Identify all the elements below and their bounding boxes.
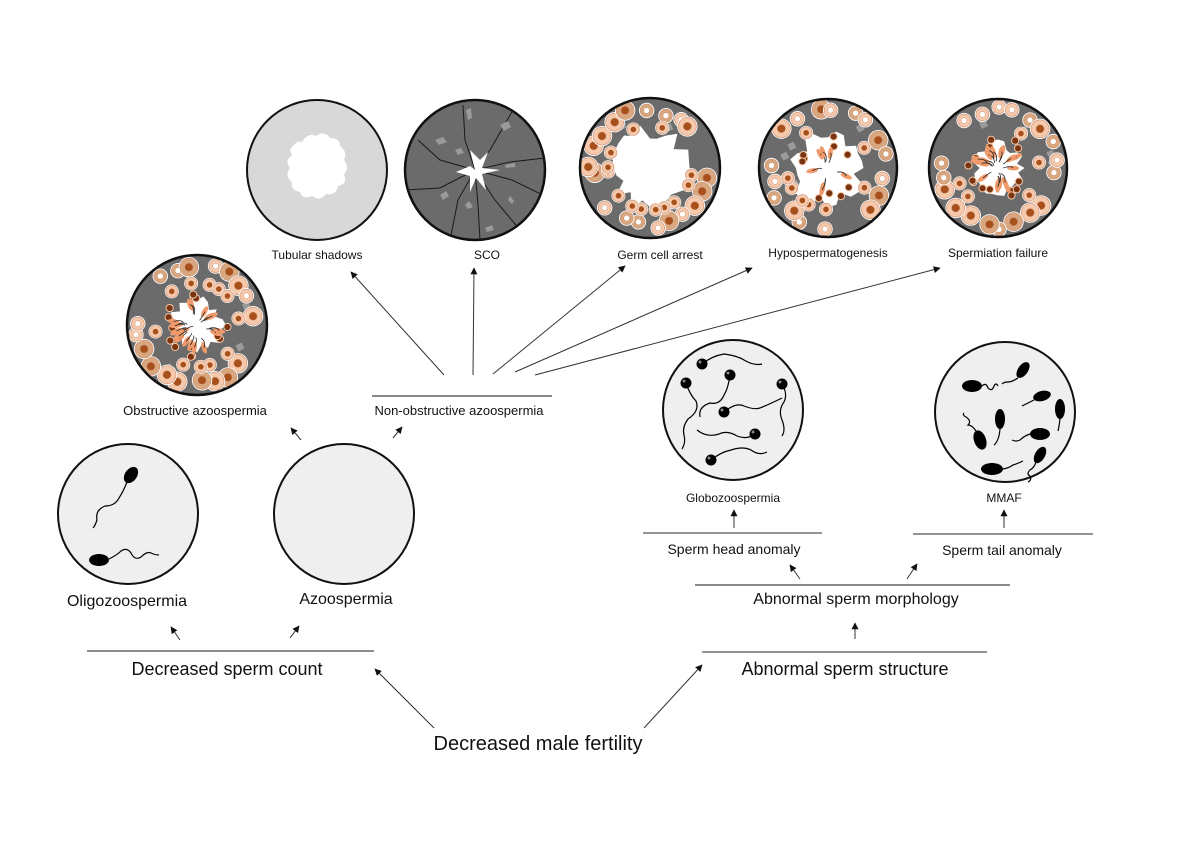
label-tubular-shadows: Tubular shadows [271, 248, 363, 262]
obstructive-azoospermia-tubule-icon [125, 253, 269, 397]
label-decreased-male-fertility: Decreased male fertility [433, 733, 643, 755]
label-globozoospermia: Globozoospermia [685, 491, 781, 505]
tubular-shadows-icon [246, 99, 388, 241]
arrow-to-structure [643, 664, 703, 729]
arrow-to-decreased-count [374, 668, 435, 729]
label-azoospermia: Azoospermia [299, 591, 393, 608]
arrow-to-spermiation-failure [534, 266, 941, 376]
label-abnormal-sperm-morphology: Abnormal sperm morphology [753, 591, 959, 608]
arrow-to-hypospermatogenesis [514, 267, 753, 373]
arrow-to-tail-anomaly [906, 563, 918, 580]
label-obstructive-azoospermia: Obstructive azoospermia [123, 403, 267, 418]
arrow-to-head-anomaly [789, 564, 801, 580]
label-non-obstructive-azoospermia: Non-obstructive azoospermia [374, 403, 544, 418]
hypospermatogenesis-icon [757, 97, 899, 239]
label-sperm-head-anomaly: Sperm head anomaly [667, 541, 801, 557]
arrow-to-tubular-shadows [350, 271, 445, 376]
sertoli-cell-only-icon [403, 98, 547, 242]
arrow-to-azoospermia [289, 625, 300, 639]
label-sco: SCO [473, 248, 501, 262]
arrow-to-sco [470, 267, 478, 376]
label-sperm-tail-anomaly: Sperm tail anomaly [942, 542, 1062, 558]
label-germ-cell-arrest: Germ cell arrest [617, 248, 703, 262]
arrow-to-non-obstructive [392, 426, 403, 439]
oligozoospermia-icon [57, 443, 199, 585]
label-hypospermatogenesis: Hypospermatogenesis [768, 246, 888, 260]
globozoospermia-icon [662, 339, 804, 481]
label-mmaf: MMAF [986, 491, 1022, 505]
azoospermia-icon [273, 443, 415, 585]
label-decreased-sperm-count: Decreased sperm count [131, 659, 323, 679]
label-oligozoospermia: Oligozoospermia [66, 593, 188, 610]
label-abnormal-sperm-structure: Abnormal sperm structure [741, 659, 949, 679]
arrow-to-oligozoospermia [170, 626, 181, 641]
arrow-to-germ-cell-arrest [492, 265, 626, 375]
mmaf-icon [934, 341, 1076, 483]
arrow-to-obstructive [290, 427, 302, 441]
label-spermiation-failure: Spermiation failure [947, 246, 1049, 260]
spermiation-failure-icon [927, 97, 1069, 239]
germ-cell-arrest-icon [578, 96, 722, 240]
